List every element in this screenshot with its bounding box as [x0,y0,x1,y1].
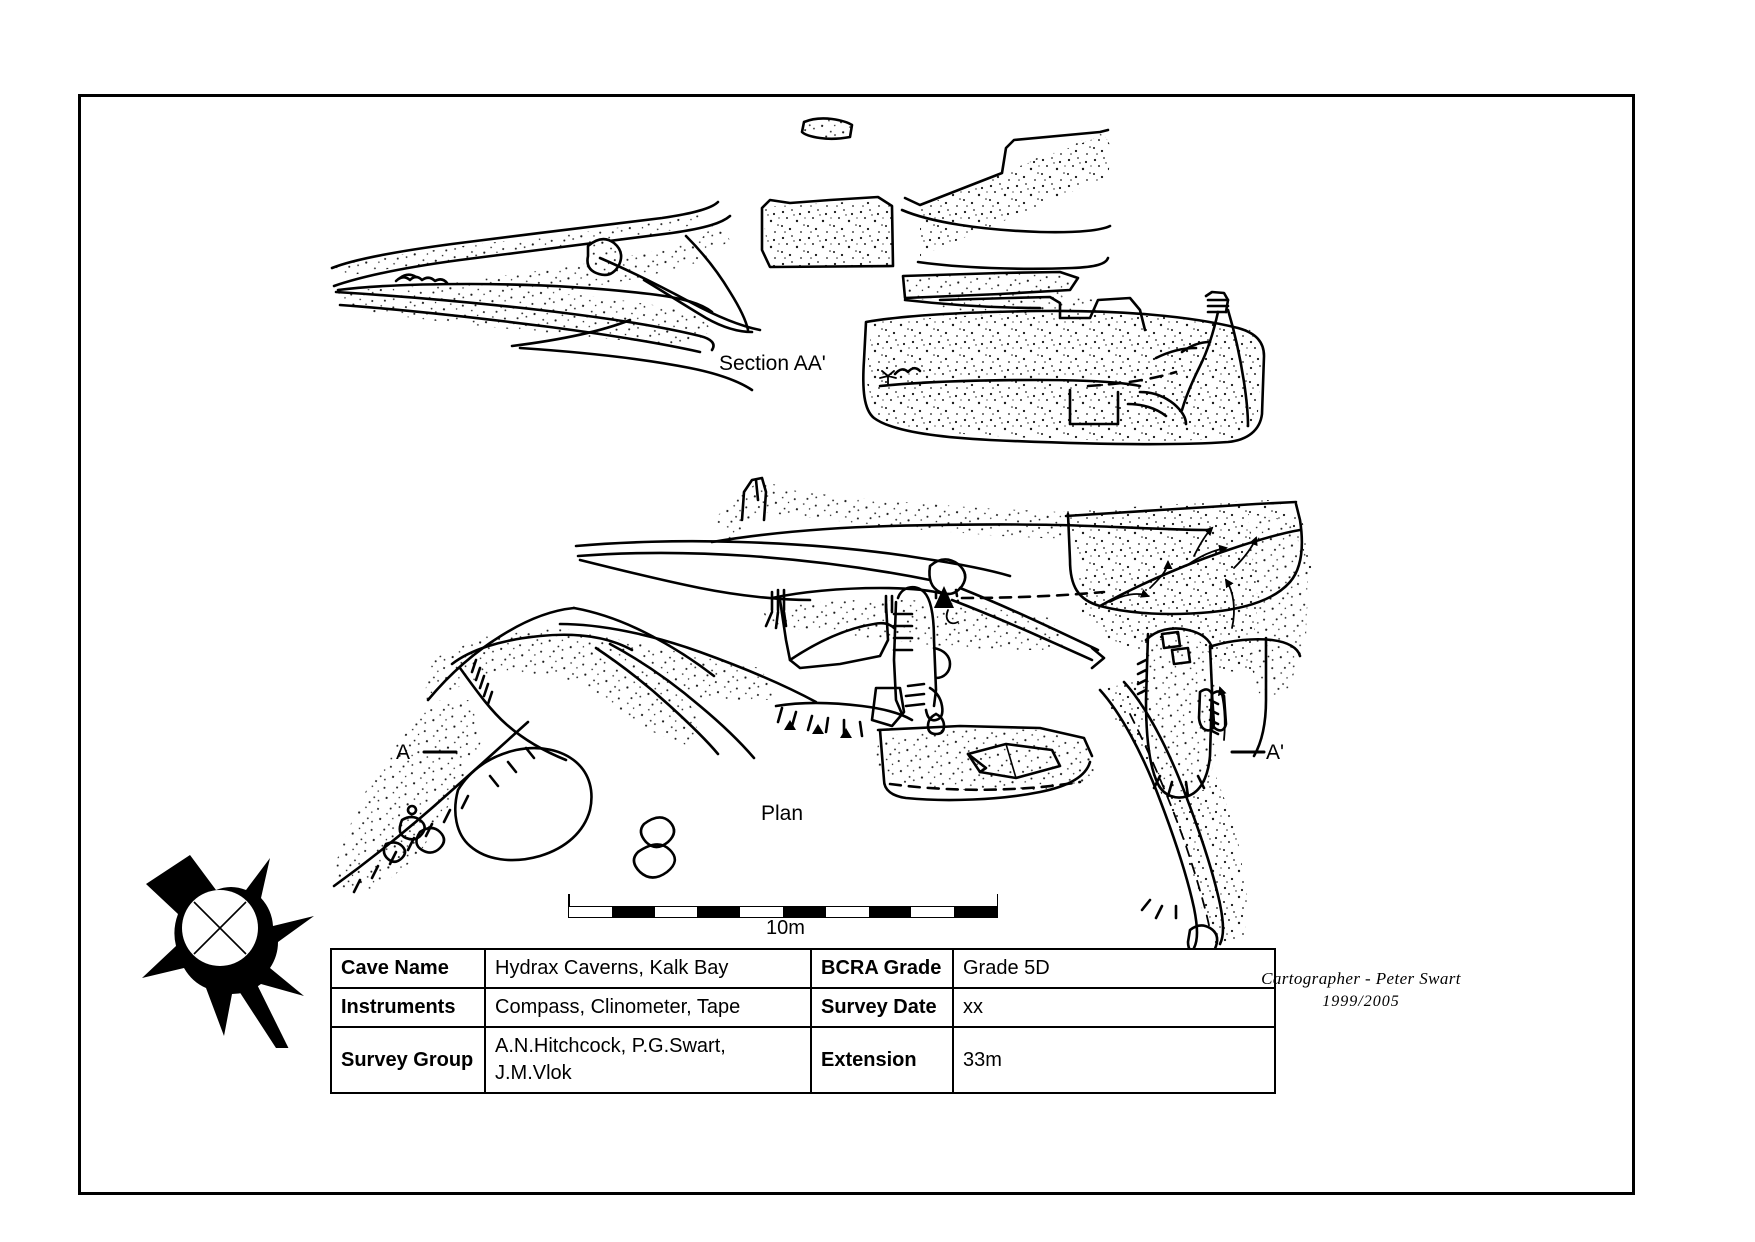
north-arrow-icon [128,838,338,1128]
section-marker-a-prime: A' [1266,741,1285,764]
scale-seg [954,907,997,917]
scale-seg [825,907,869,917]
north-tail [224,950,328,1128]
scale-seg [654,907,698,917]
plan-label: Plan [761,802,804,825]
scale-seg [911,907,955,917]
survey-info-table: Cave Name Hydrax Caverns, Kalk Bay BCRA … [330,948,1276,1094]
section-marker-a: A [396,741,411,764]
scale-seg [697,907,741,917]
table-row: Survey Group A.N.Hitchcock, P.G.Swart, J… [330,1026,1276,1094]
table-row: Instruments Compass, Clinometer, Tape Su… [330,987,1276,1028]
cell-value-instruments: Compass, Clinometer, Tape [484,987,812,1028]
table-row: Cave Name Hydrax Caverns, Kalk Bay BCRA … [330,948,1276,989]
scale-seg [569,907,612,917]
cell-value-extension: 33m [952,1026,1276,1094]
scale-seg [611,907,655,917]
drawing-frame [78,94,1635,1195]
cell-key-extension: Extension [810,1026,954,1094]
cartographer-credit: Cartographer - Peter Swart 1999/2005 [1256,968,1466,1013]
north-cross [193,901,247,955]
cell-value-survey-group: A.N.Hitchcock, P.G.Swart, J.M.Vlok [484,1026,812,1094]
scale-tick-right [996,894,998,908]
credit-line-1: Cartographer - Peter Swart [1261,969,1461,988]
scale-caption: 10m [766,917,805,939]
scale-seg [782,907,826,917]
cell-value-cave-name: Hydrax Caverns, Kalk Bay [484,948,812,989]
scale-tick-left [568,894,570,908]
scale-bar-segments [568,906,998,918]
scale-seg [740,907,783,917]
cell-key-bcra-grade: BCRA Grade [810,948,954,989]
section-label: Section AA' [719,352,826,375]
credit-line-2: 1999/2005 [1322,992,1400,1010]
cell-value-survey-date: xx [952,987,1276,1028]
cell-key-cave-name: Cave Name [330,948,486,989]
cell-key-survey-group: Survey Group [330,1026,486,1094]
scale-seg [868,907,912,917]
scale-bar-icon [568,894,998,918]
cell-value-bcra-grade: Grade 5D [952,948,1276,989]
cell-key-survey-date: Survey Date [810,987,954,1028]
cell-key-instruments: Instruments [330,987,486,1028]
